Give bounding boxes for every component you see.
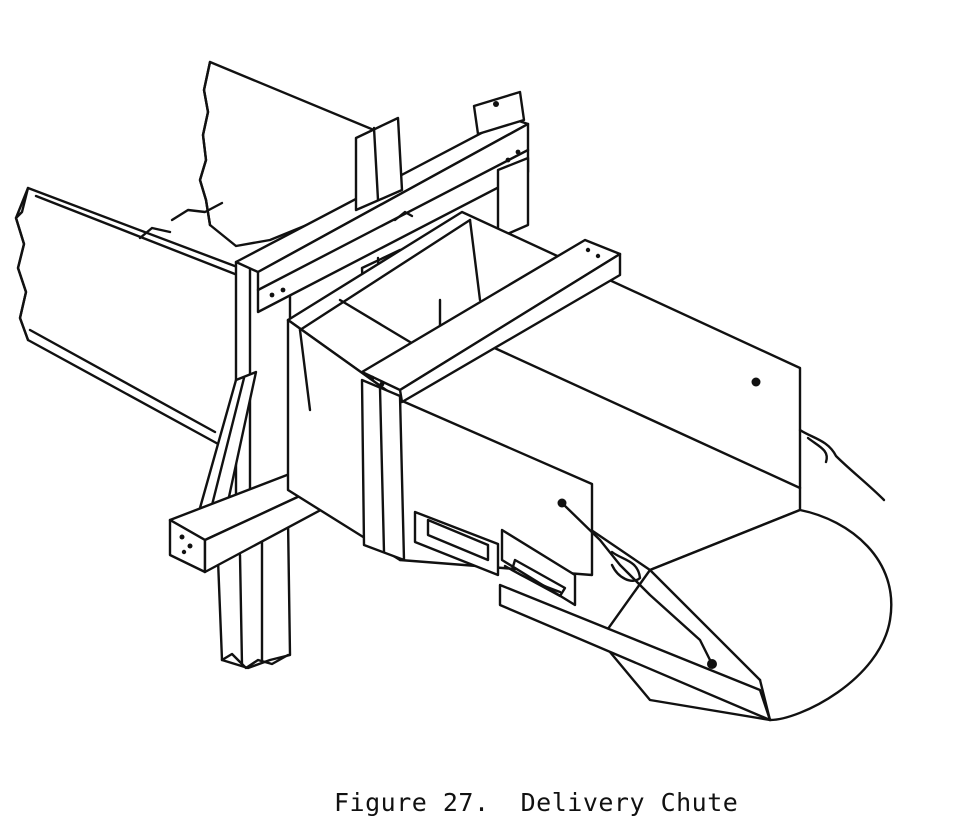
rear-right-post [472,90,530,240]
frame-upright-front [360,378,406,562]
chute-end-rounded [498,508,893,722]
slot-brackets [413,510,577,607]
figure-caption: Figure 27. Delivery Chute [334,788,739,817]
back-panel [170,60,400,248]
spring-links [503,428,886,666]
front-cross-beam [360,238,622,404]
left-side-panel [14,186,242,454]
